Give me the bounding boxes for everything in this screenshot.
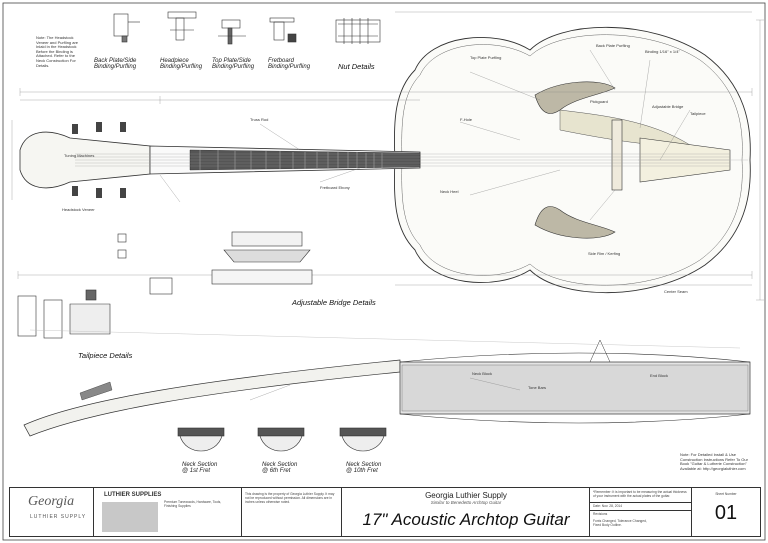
logo-sub: LUTHIER SUPPLY	[30, 514, 87, 520]
callout-fretboard: Fretboard Ebony	[320, 185, 350, 190]
similar-note: Similar to Benedetto Archtop Guitar	[430, 500, 502, 505]
title-tailpiece: Tailpiece Details	[78, 351, 133, 360]
callout-truss-rod: Truss Rod	[250, 117, 269, 122]
drawing-title: 17" Acoustic Archtop Guitar	[362, 510, 570, 529]
callout-neck-heel: Neck Heel	[440, 189, 459, 194]
banner-cell: LUTHIER SUPPLIES Premium Tonewoods, Hard…	[94, 488, 242, 536]
callout-top-purfling: Top Plate Purfling	[470, 55, 502, 60]
logo-cell: Georgia LUTHIER SUPPLY	[10, 488, 94, 536]
sheet-cell: Sheet Number 01	[692, 488, 760, 536]
callout-rim: Side Rim / Kerfing	[588, 251, 621, 256]
callout-tailpiece: Tailpiece	[690, 111, 706, 116]
title-head-binding: Headpiece Binding/Purfling	[160, 58, 203, 70]
callout-fhole: F-Hole	[460, 117, 473, 122]
note-headstock: Note: The Headstock Veneer and Purfling …	[36, 35, 79, 68]
tailpiece-details	[17, 289, 111, 339]
disclaimer-text: This drawing is the property of Georgia …	[245, 492, 335, 504]
note-book: Note: For Detailed Install & Use Constru…	[680, 452, 748, 471]
callout-binding: Binding 1/16" x 1/4"	[645, 49, 680, 54]
title-fret-binding: Fretboard Binding/Purfling	[268, 58, 311, 70]
title-top-binding: Top Plate/Side Binding/Purfling	[212, 58, 255, 70]
tuning-machines	[72, 122, 126, 198]
disclaimer-cell: This drawing is the property of Georgia …	[242, 488, 342, 536]
title-back-binding: Back Plate/Side Binding/Purfling	[94, 58, 137, 70]
binding-details	[113, 11, 381, 45]
title-neck-10: Neck Section @ 10th Fret	[346, 462, 382, 474]
side-view	[23, 329, 751, 437]
title-neck-6: Neck Section @ 6th Fret	[262, 462, 298, 474]
callout-headstock-veneer: Headstock Veneer	[62, 207, 95, 212]
callout-neck-block: Neck Block	[472, 371, 493, 376]
callout-pickguard: Pickguard	[590, 99, 608, 104]
revisions-label: Revisions	[593, 512, 608, 516]
callout-tone-bars: Tone Bars	[528, 385, 547, 390]
title-bridge: Adjustable Bridge Details	[292, 298, 376, 307]
leader-lines	[159, 49, 691, 401]
sheet-number: 01	[714, 502, 738, 524]
title-block: Georgia LUTHIER SUPPLY LUTHIER SUPPLIES …	[9, 487, 761, 537]
meta-cell: *Remember: It is important to be measuri…	[590, 488, 692, 536]
callout-tuners: Tuning Machines	[64, 153, 95, 158]
banner-title: LUTHIER SUPPLIES	[104, 492, 162, 498]
company-name: Georgia Luthier Supply	[425, 491, 507, 500]
title-nut: Nut Details	[338, 62, 375, 71]
title-neck-1: Neck Section @ 1st Fret	[182, 462, 218, 474]
callout-end-block: End Block	[650, 373, 669, 378]
callout-bridge: Adjustable Bridge	[652, 104, 684, 109]
title-cell: Georgia Luthier Supply Similar to Benede…	[342, 488, 590, 536]
note-right: *Remember: It is important to be measuri…	[593, 490, 687, 498]
banner-photo	[102, 502, 158, 532]
sheet-label: Sheet Number	[715, 492, 737, 496]
callout-center-seam: Center Seam	[664, 289, 688, 294]
strings	[75, 153, 730, 167]
revisions-text: Fonts Changed, Tolerance Changed, Fixed …	[593, 519, 647, 527]
bridge-details	[117, 231, 313, 295]
callout-back-purfling: Back Plate Purfling	[596, 43, 630, 48]
neck-sections	[177, 427, 387, 452]
dimension-lines	[11, 11, 764, 301]
banner-sub: Premium Tonewoods, Hardware, Tools, Fini…	[164, 500, 222, 508]
logo-name: Georgia	[28, 494, 75, 509]
date-label: Date: Nov. 28, 2014	[593, 504, 623, 508]
